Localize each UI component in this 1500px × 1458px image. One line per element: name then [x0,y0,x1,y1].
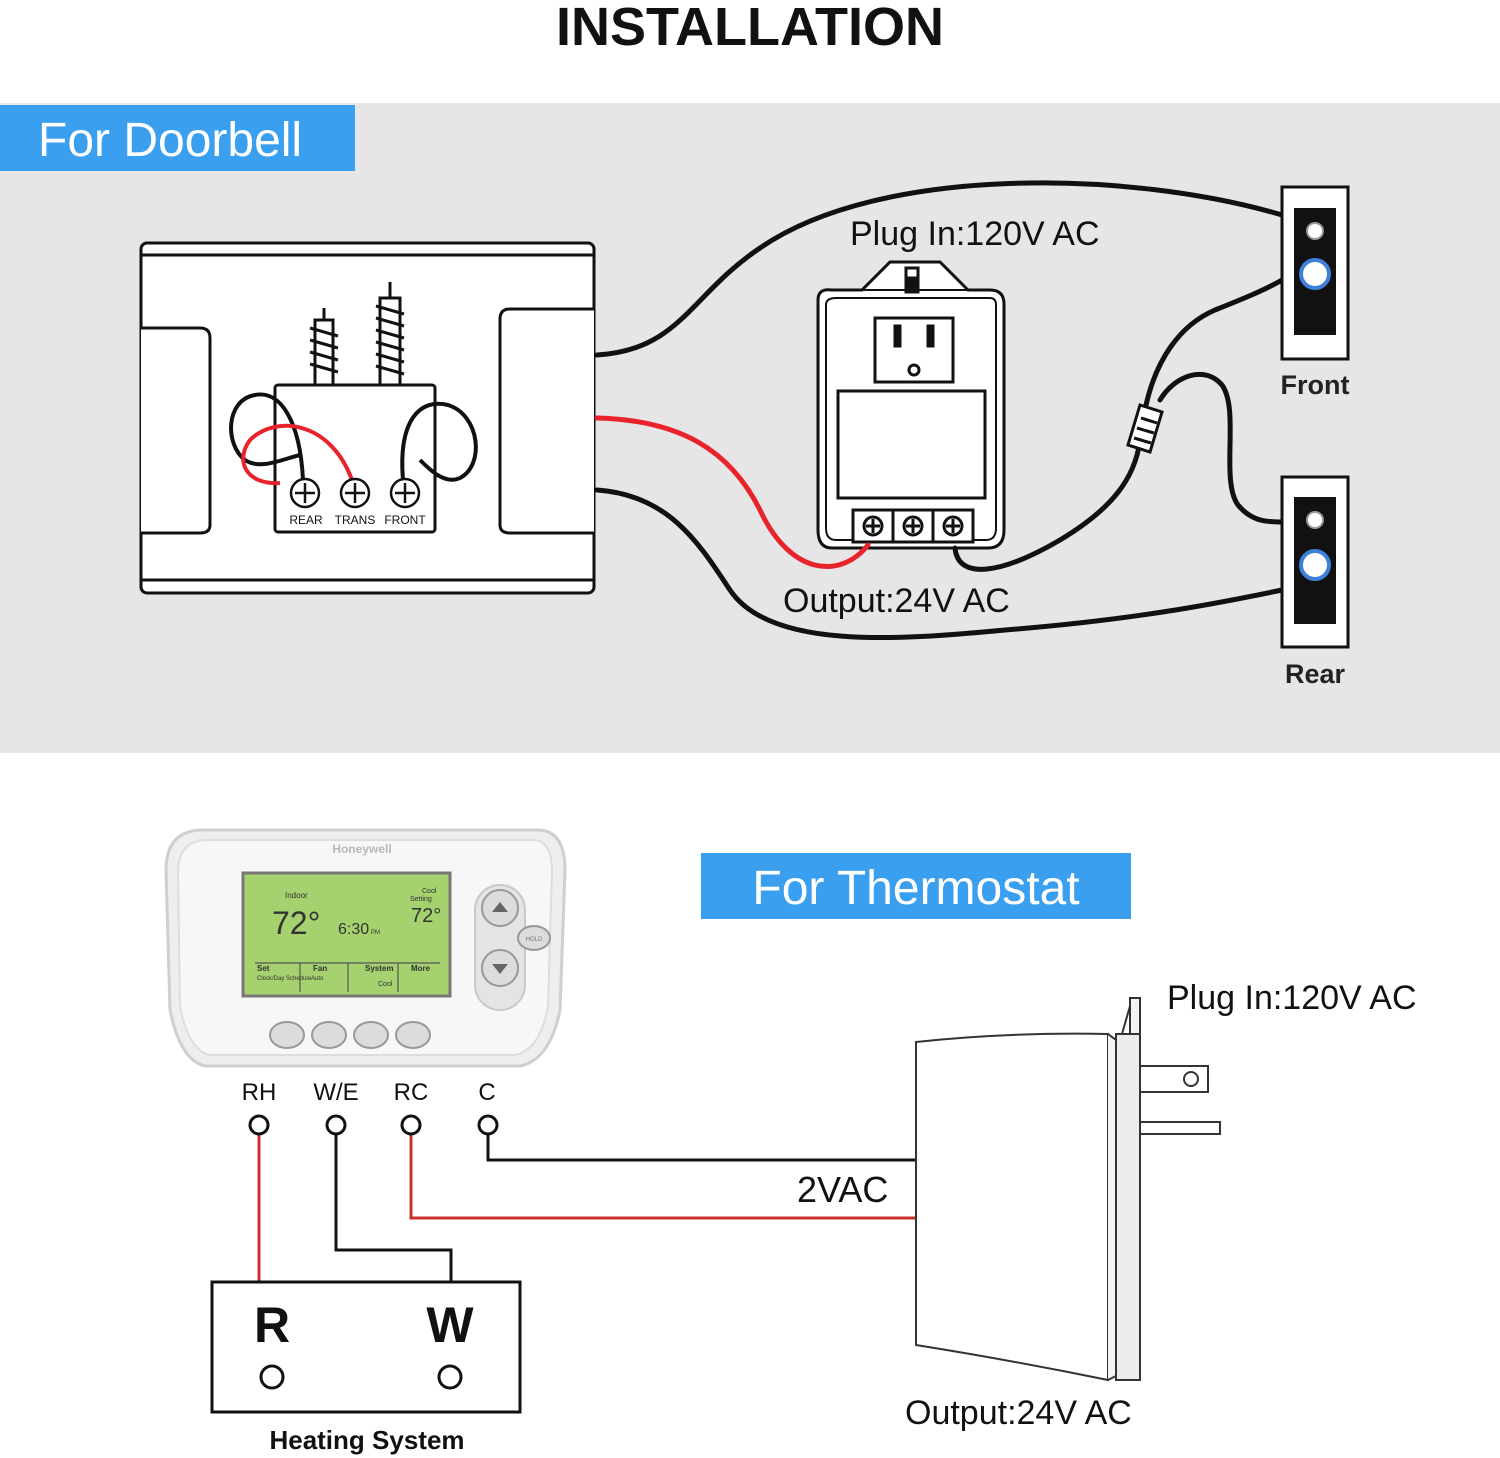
terminal-c [477,1114,499,1136]
thermostat-hold-button [517,925,551,951]
thermostat-brand: Honeywell [332,842,391,856]
heating-terminal-w-circle [437,1364,463,1390]
terminal-label-rh: RH [242,1079,277,1106]
lcd-menu-set-sub: Clock/Day Schedule [257,976,312,982]
front-button-label: Front [1281,370,1350,400]
thermostat-plug-label: Plug In:120V AC [1167,979,1417,1017]
chime-internal-wires [229,392,478,486]
chime-plungers [309,282,405,387]
terminal-label-we: W/E [313,1079,358,1106]
up-arrow-icon [492,902,508,912]
doorbell-output-label: Output:24V AC [783,582,1010,620]
lcd-menu-fan: Fan [313,964,327,973]
lcd-menu-set: Set [257,964,270,973]
lcd-indoor-label: Indoor [285,891,308,900]
thermostat-output-label: Output:24V AC [905,1394,1132,1432]
thermostat-transformer [915,997,1221,1382]
thermostat-device: Honeywell Indoor 72° 6:30 PM Cool Settin… [164,828,567,1068]
terminal-rh [248,1114,270,1136]
lcd-setting-label: Setting [410,896,432,903]
terminal-label-front: FRONT [384,513,426,527]
thermostat-soft-button-4 [395,1021,431,1049]
thermostat-soft-button-3 [353,1021,389,1049]
thermostat-section-label-bg [701,853,1131,919]
lcd-menu-more: More [411,964,431,973]
wire-nut [1126,403,1164,454]
thermostat-soft-button-2 [311,1021,347,1049]
lcd-menu-grid [255,962,440,992]
lcd-indoor-temp: 72° [272,905,320,941]
heating-terminal-r-circle [259,1364,285,1390]
terminal-label-c: C [478,1079,495,1106]
doorbell-section-label-bg [0,105,355,171]
thermostat-wires [257,1134,916,1282]
front-doorbell-button [1280,185,1350,361]
chime-terminal-rear [289,477,321,509]
lcd-set-temp: 72° [411,905,441,927]
lcd-time-suffix: PM [371,930,380,936]
chime-terminals: REAR TRANS FRONT [289,477,426,527]
hold-label: HOLD [526,937,543,943]
chime-terminal-front [389,477,421,509]
heating-system-label: Heating System [269,1425,464,1455]
doorbell-section-label: For Doorbell [38,114,302,167]
terminal-rc [400,1114,422,1136]
doorbell-transformer [816,260,1006,550]
terminal-we [325,1114,347,1136]
chime-terminal-trans [339,477,371,509]
rear-button-label: Rear [1285,659,1346,689]
heating-system-box [210,1280,522,1414]
terminal-label-rear: REAR [289,513,323,527]
wire-voltage-label: 2VAC [797,1169,888,1210]
down-arrow-icon [492,964,508,974]
lcd-menu-system-sub: Cool [378,981,393,988]
heating-terminal-w: W [426,1297,474,1353]
chime-box [139,241,596,595]
doorbell-plug-label: Plug In:120V AC [850,215,1100,253]
thermostat-terminal-circles [248,1114,499,1136]
thermostat-lcd [241,871,452,998]
heating-terminal-r: R [254,1297,290,1353]
rear-doorbell-button [1280,475,1350,649]
page-title: INSTALLATION [556,0,944,57]
thermostat-section-label: For Thermostat [752,862,1079,915]
lcd-menu-fan-sub: Auto [311,976,324,982]
lcd-cool-label: Cool [422,888,437,895]
terminal-label-rc: RC [394,1079,429,1106]
terminal-label-trans: TRANS [335,513,376,527]
thermostat-soft-button-1 [269,1021,305,1049]
doorbell-wires [594,180,1285,641]
lcd-menu-system: System [365,964,393,973]
lcd-time: 6:30 [338,921,369,938]
